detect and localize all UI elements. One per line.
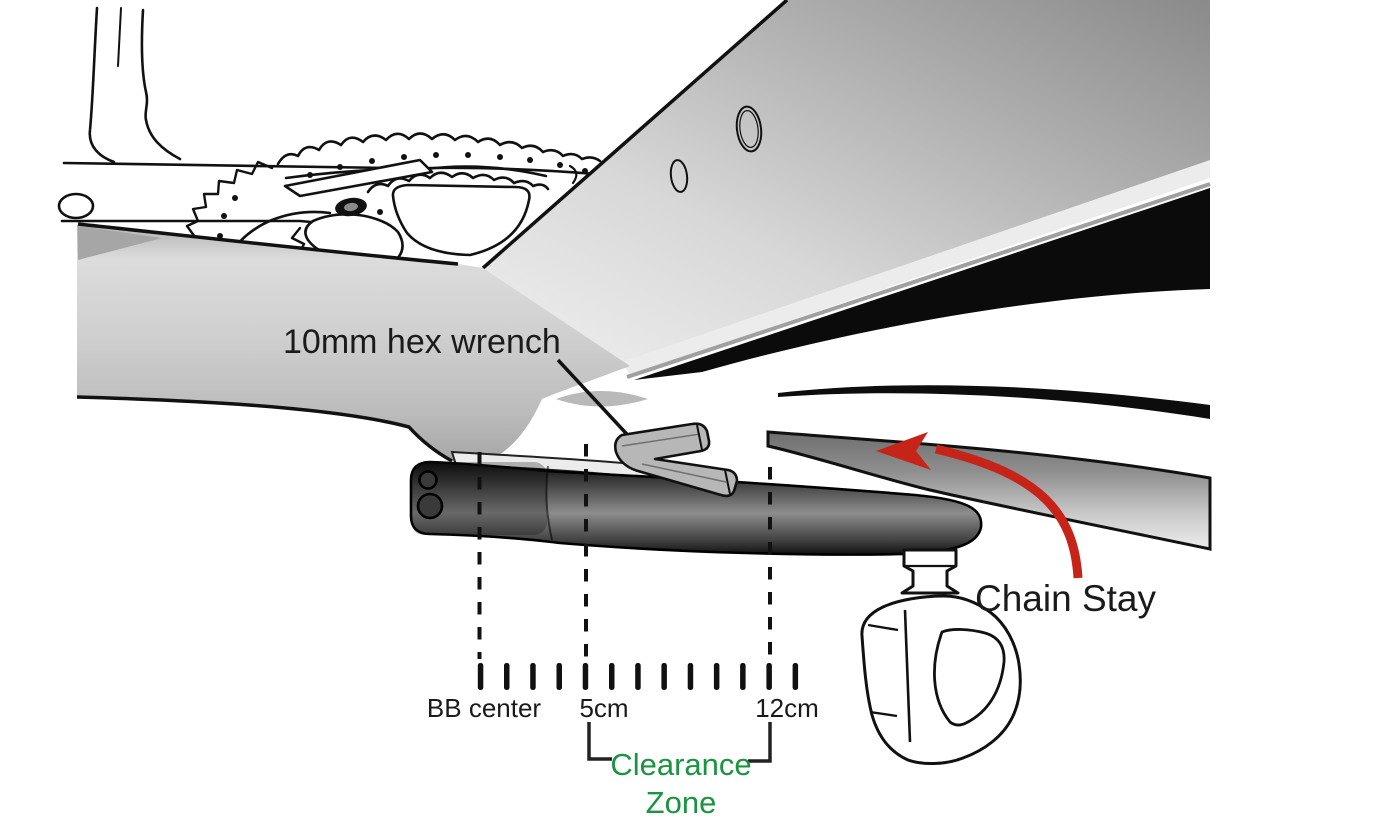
ruler-tick	[635, 663, 641, 690]
chainring-teeth-top	[276, 132, 602, 166]
ruler-label-12cm: 12cm	[755, 693, 819, 723]
knob-inner-loop	[933, 628, 1006, 727]
ruler-ticks	[477, 663, 799, 690]
tool-pin-large	[416, 492, 444, 520]
frame-hole-large	[735, 105, 763, 153]
seat-stay-line	[778, 385, 1210, 419]
frame-hole-small	[669, 159, 689, 193]
crank-arm-tube	[62, 161, 392, 170]
hex-wrench-label: 10mm hex wrench	[283, 323, 561, 361]
clearance-zone-label-line2: Zone	[646, 785, 717, 820]
bb-dimple	[556, 391, 648, 407]
chain-stay-label: Chain Stay	[975, 578, 1156, 619]
knob-neck	[900, 548, 960, 595]
crank-bowl	[391, 183, 531, 257]
tool-knob-handle	[860, 548, 1022, 765]
seat-tube-edge-line	[626, 182, 1211, 379]
ruler-tick	[530, 663, 536, 690]
hex-wrench	[613, 422, 739, 498]
chain-stay-arrow	[876, 432, 1083, 579]
ruler-tick	[609, 663, 615, 690]
dashed-guides	[477, 444, 772, 659]
ruler-tick	[556, 663, 562, 690]
down-tube	[76, 222, 648, 465]
ruler-tick	[713, 663, 720, 690]
seat-tube-highlight	[622, 160, 1210, 375]
ruler-tick	[740, 663, 746, 690]
crank-spider-sliver	[283, 158, 434, 198]
clearance-zone-label-line1: Clearance	[610, 747, 751, 782]
clearance-bracket	[587, 722, 772, 763]
knob-body	[860, 594, 1022, 765]
hex-wrench-leader-line	[556, 358, 638, 446]
ruler-tick	[792, 663, 799, 690]
ruler-tick	[687, 663, 694, 690]
seat-tube	[481, 0, 1210, 366]
crank-bolt-core	[344, 202, 358, 212]
ruler-tick	[477, 663, 484, 690]
arrowhead	[876, 432, 931, 470]
seat-tube-stub	[88, 6, 116, 164]
ruler-tick	[766, 663, 772, 690]
chain-stay-tube	[766, 430, 1212, 551]
tool-pin-small	[418, 470, 438, 490]
ruler-tick	[661, 663, 667, 690]
ruler-label-bb-center: BB center	[427, 693, 542, 723]
ruler-tick	[504, 663, 510, 690]
shadow-wedge	[634, 188, 1210, 380]
ruler-tick	[582, 663, 589, 690]
ruler-label-5cm: 5cm	[579, 693, 628, 723]
